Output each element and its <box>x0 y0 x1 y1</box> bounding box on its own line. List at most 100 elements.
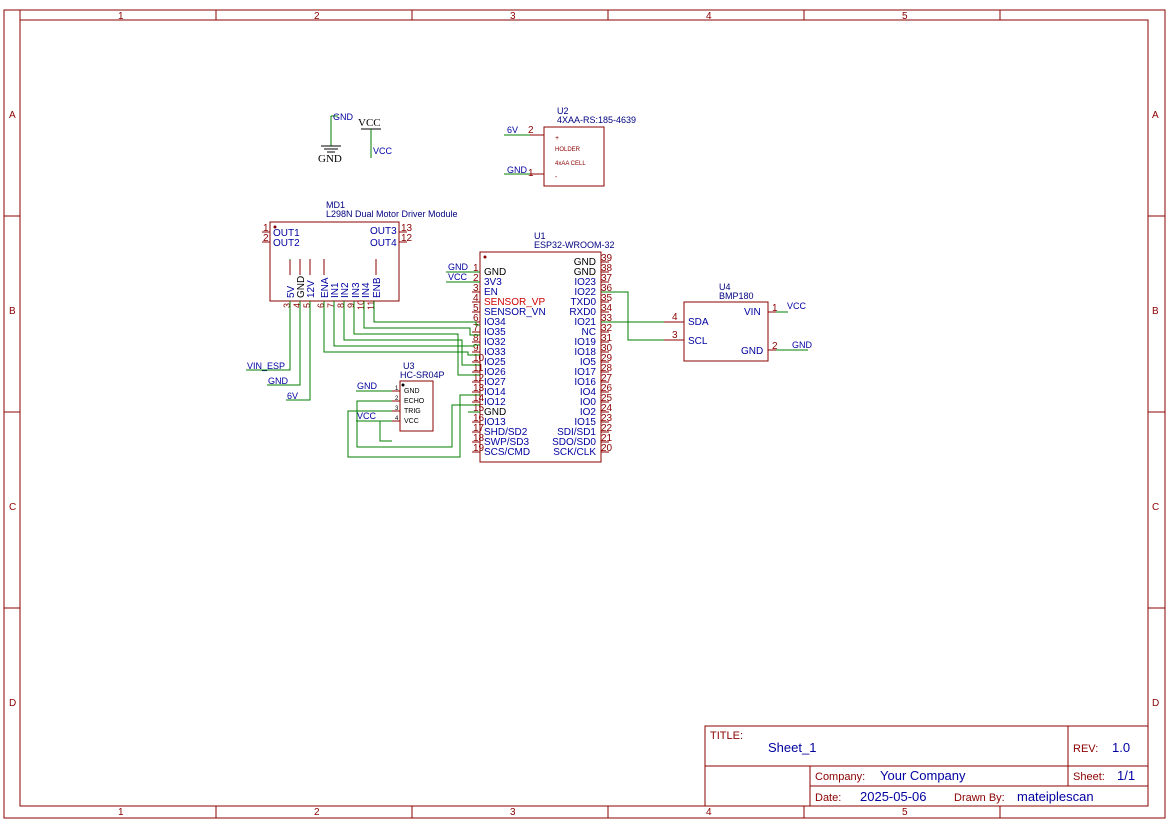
holder-text: - <box>555 174 558 181</box>
pin-name: IO33 <box>484 347 506 358</box>
sheet-frame <box>3 9 1166 819</box>
pin-name: IO25 <box>484 357 506 368</box>
pin-name: IO26 <box>484 367 506 378</box>
row-label: A <box>9 110 16 121</box>
pin-number: 3 <box>672 330 678 341</box>
gnd-power-symbol[interactable]: GND GND <box>318 112 354 165</box>
pin-number: 7 <box>473 323 479 334</box>
pin-name: IO35 <box>484 327 506 338</box>
pin-name: IO23 <box>574 277 596 288</box>
component-value: 4XAA-RS:185-4639 <box>557 115 636 125</box>
pin-number: 2 <box>395 396 399 402</box>
pin-name: IO21 <box>574 317 596 328</box>
vcc-symbol-label: VCC <box>358 117 381 129</box>
pin-number: 27 <box>601 373 613 384</box>
pin-name: OUT2 <box>273 238 300 249</box>
component-ref: U2 <box>557 106 569 116</box>
pin-number: 39 <box>601 253 613 264</box>
pin-number: 1 <box>263 223 269 234</box>
pin-name: IO2 <box>580 407 597 418</box>
pin-name: IO4 <box>580 387 597 398</box>
net-label: GND <box>357 381 378 391</box>
holder-text: + <box>555 135 559 142</box>
u4-bmp180-sensor[interactable]: U4 BMP180 4 3 SDA SCL 1 2 VIN GND VCC GN… <box>664 282 813 362</box>
row-label: C <box>9 502 16 513</box>
vcc-power-symbol[interactable]: VCC VCC <box>358 117 393 158</box>
row-label: A <box>1152 110 1159 121</box>
pin-name: NC <box>582 327 596 338</box>
pin-number: 24 <box>601 403 613 414</box>
company-label: Company: <box>815 771 865 783</box>
net-label: VCC <box>357 411 377 421</box>
pin-number: 37 <box>601 273 613 284</box>
pin-number: 8 <box>473 333 479 344</box>
pin-number: 4 <box>672 312 678 323</box>
pin-number: 9 <box>473 343 479 354</box>
net-label: GND <box>333 112 354 122</box>
pin-name: IO17 <box>574 367 596 378</box>
pin-name: EN <box>484 287 498 298</box>
pin-number: 9 <box>346 303 356 308</box>
pin-name: SCL <box>688 336 708 347</box>
pin-name: GND <box>574 257 596 268</box>
title-label: TITLE: <box>710 730 743 742</box>
pin-number: 22 <box>601 423 613 434</box>
pin-name: 5V <box>286 285 297 298</box>
pin-name: IO32 <box>484 337 506 348</box>
pin-name: SCS/CMD <box>484 447 530 458</box>
column-label: 2 <box>314 11 320 22</box>
pin-name: SENSOR_VN <box>484 307 546 318</box>
column-label: 5 <box>902 807 908 818</box>
pin-name: IO12 <box>484 397 506 408</box>
pin-number: 17 <box>473 423 485 434</box>
component-value: L298N Dual Motor Driver Module <box>326 209 458 219</box>
component-ref: U3 <box>403 361 415 371</box>
net-label: GND <box>792 340 813 350</box>
column-label: 1 <box>118 807 124 818</box>
pin-number: 25 <box>601 393 613 404</box>
pin-number: 10 <box>356 300 366 310</box>
component-value: BMP180 <box>719 291 754 301</box>
net-label: GND <box>448 262 469 272</box>
pin-number: 2 <box>263 233 269 244</box>
pin-name: IO19 <box>574 337 596 348</box>
pin-number: 23 <box>601 413 613 424</box>
net-label: 6V <box>287 391 298 401</box>
pin-number: 1 <box>772 303 778 314</box>
pin-name: SDA <box>688 317 709 328</box>
pin-name: OUT3 <box>370 226 397 237</box>
pin-name: IO27 <box>484 377 506 388</box>
frame-column-labels: 1 2 3 4 5 1 2 3 4 5 <box>118 11 908 818</box>
pin-number: 18 <box>473 433 485 444</box>
pin-number: 2 <box>528 125 534 136</box>
pin-number: 36 <box>601 283 613 294</box>
drawn-by-label: Drawn By: <box>954 792 1005 804</box>
title-value: Sheet_1 <box>768 740 816 755</box>
row-label: D <box>1152 698 1159 709</box>
component-ref: U1 <box>534 231 546 241</box>
pin-number: 1 <box>528 168 534 179</box>
pin-number: 28 <box>601 363 613 374</box>
pin-number: 11 <box>473 363 484 374</box>
pin-name: SDI/SD1 <box>557 427 596 438</box>
pin-number: 3 <box>282 303 292 308</box>
pin-number: 35 <box>601 293 613 304</box>
pin-number: 31 <box>601 333 613 344</box>
pin-name: VCC <box>404 418 419 425</box>
sheet-value: 1/1 <box>1117 768 1135 783</box>
gnd-symbol-label: GND <box>318 153 342 165</box>
date-value: 2025-05-06 <box>860 789 927 804</box>
pin-name: SDO/SD0 <box>552 437 596 448</box>
net-label: VCC <box>448 272 468 282</box>
pin-name: 3V3 <box>484 277 502 288</box>
pin-number: 38 <box>601 263 613 274</box>
u2-battery-holder[interactable]: U2 4XAA-RS:185-4639 + HOLDER 4xAA CELL -… <box>504 106 636 187</box>
pin-name: SCK/CLK <box>553 447 596 458</box>
pin-name: IO14 <box>484 387 506 398</box>
pin-name: GND <box>574 267 596 278</box>
u3-ultrasonic-sensor[interactable]: U3 HC-SR04P GND ECHO TRIG VCC 1 2 3 4 GN… <box>357 361 445 432</box>
component-ref: U4 <box>719 282 731 292</box>
